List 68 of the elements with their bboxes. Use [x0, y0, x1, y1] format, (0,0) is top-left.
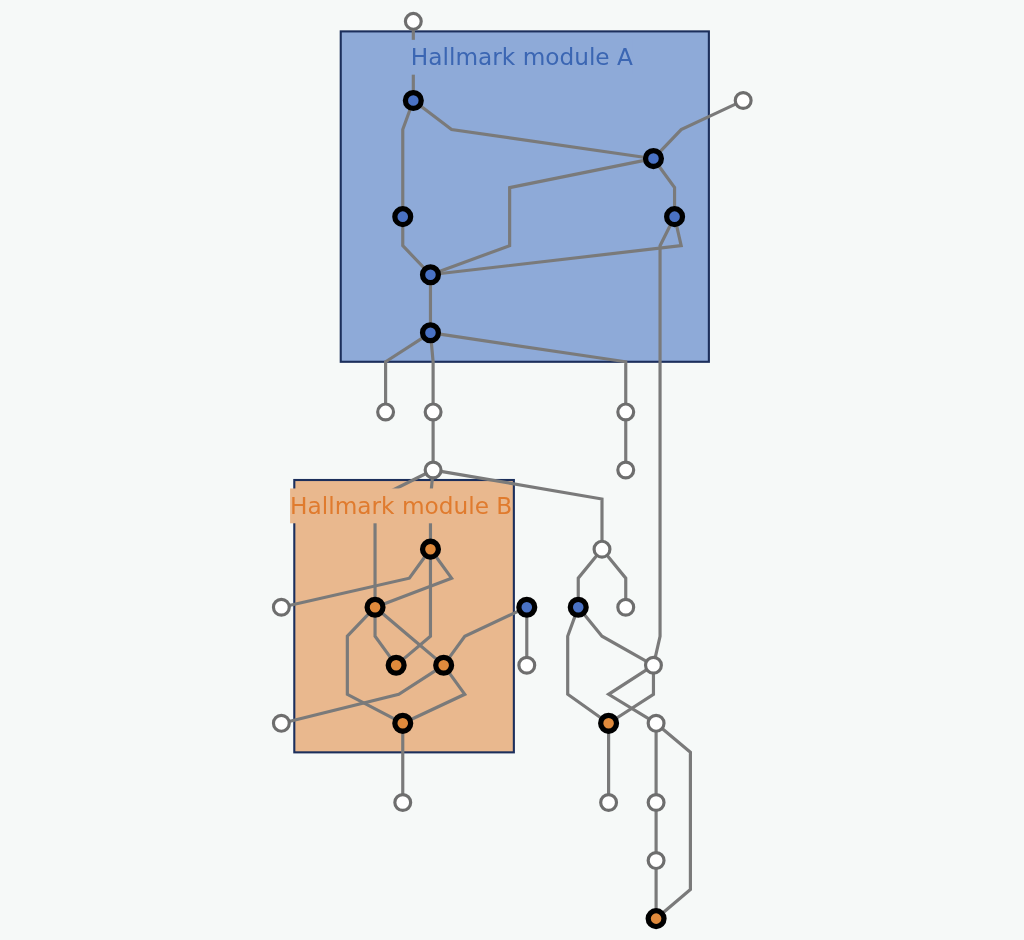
connector — [657, 102, 737, 154]
node-circle — [423, 402, 443, 422]
node-circle — [271, 713, 291, 733]
node-circle — [432, 654, 454, 676]
node-circle — [402, 90, 424, 112]
node-circle — [646, 851, 666, 871]
node-circle — [271, 597, 291, 617]
node-circle — [391, 206, 414, 228]
connector — [623, 419, 628, 463]
connector — [381, 554, 454, 606]
connector — [614, 673, 655, 721]
connector — [565, 614, 603, 721]
node-circle — [419, 264, 441, 286]
connector — [437, 332, 628, 405]
node-circle — [385, 654, 407, 676]
connector — [288, 668, 438, 723]
node-circle — [615, 597, 635, 617]
connector — [431, 419, 435, 463]
node-circle — [646, 793, 666, 812]
connector — [408, 670, 467, 722]
node-circle — [423, 460, 443, 480]
connector — [418, 104, 646, 160]
connector — [345, 611, 397, 722]
connector — [379, 611, 439, 662]
node-circle — [615, 460, 635, 480]
node-circle — [567, 596, 589, 618]
connector — [400, 224, 426, 271]
connector — [654, 810, 658, 853]
node-circle — [515, 596, 538, 618]
node-circle — [419, 322, 441, 344]
connector — [606, 731, 610, 795]
node-circle — [592, 539, 612, 559]
connector — [400, 107, 412, 209]
node-circle — [375, 402, 395, 422]
connector — [524, 615, 529, 658]
connector — [605, 554, 628, 600]
node-circle — [643, 655, 663, 675]
node-circle — [733, 91, 753, 111]
connector — [373, 615, 393, 660]
connector — [288, 554, 427, 607]
connector — [581, 612, 648, 663]
node-circle — [391, 712, 414, 734]
node-circle — [392, 793, 412, 812]
node-circle — [646, 713, 666, 733]
node-circle — [419, 538, 441, 560]
node-circle — [517, 655, 536, 675]
node-circle — [364, 596, 386, 618]
connector — [654, 731, 658, 795]
node-circle — [597, 712, 619, 734]
connector — [400, 557, 432, 662]
connector — [653, 223, 673, 658]
connector — [437, 158, 646, 274]
node-circle — [663, 206, 685, 228]
node-circle — [615, 402, 635, 422]
node-circle — [642, 148, 664, 170]
node-circle — [645, 908, 667, 930]
connector — [429, 340, 435, 405]
node-circle — [403, 11, 423, 31]
connector — [446, 609, 520, 660]
connector — [383, 335, 425, 405]
connector — [440, 469, 604, 542]
connector — [400, 731, 405, 795]
node-circle — [598, 793, 618, 812]
connector — [428, 282, 432, 325]
connector — [660, 727, 692, 915]
connector — [654, 868, 658, 911]
connector — [656, 164, 676, 209]
connector — [576, 554, 598, 600]
